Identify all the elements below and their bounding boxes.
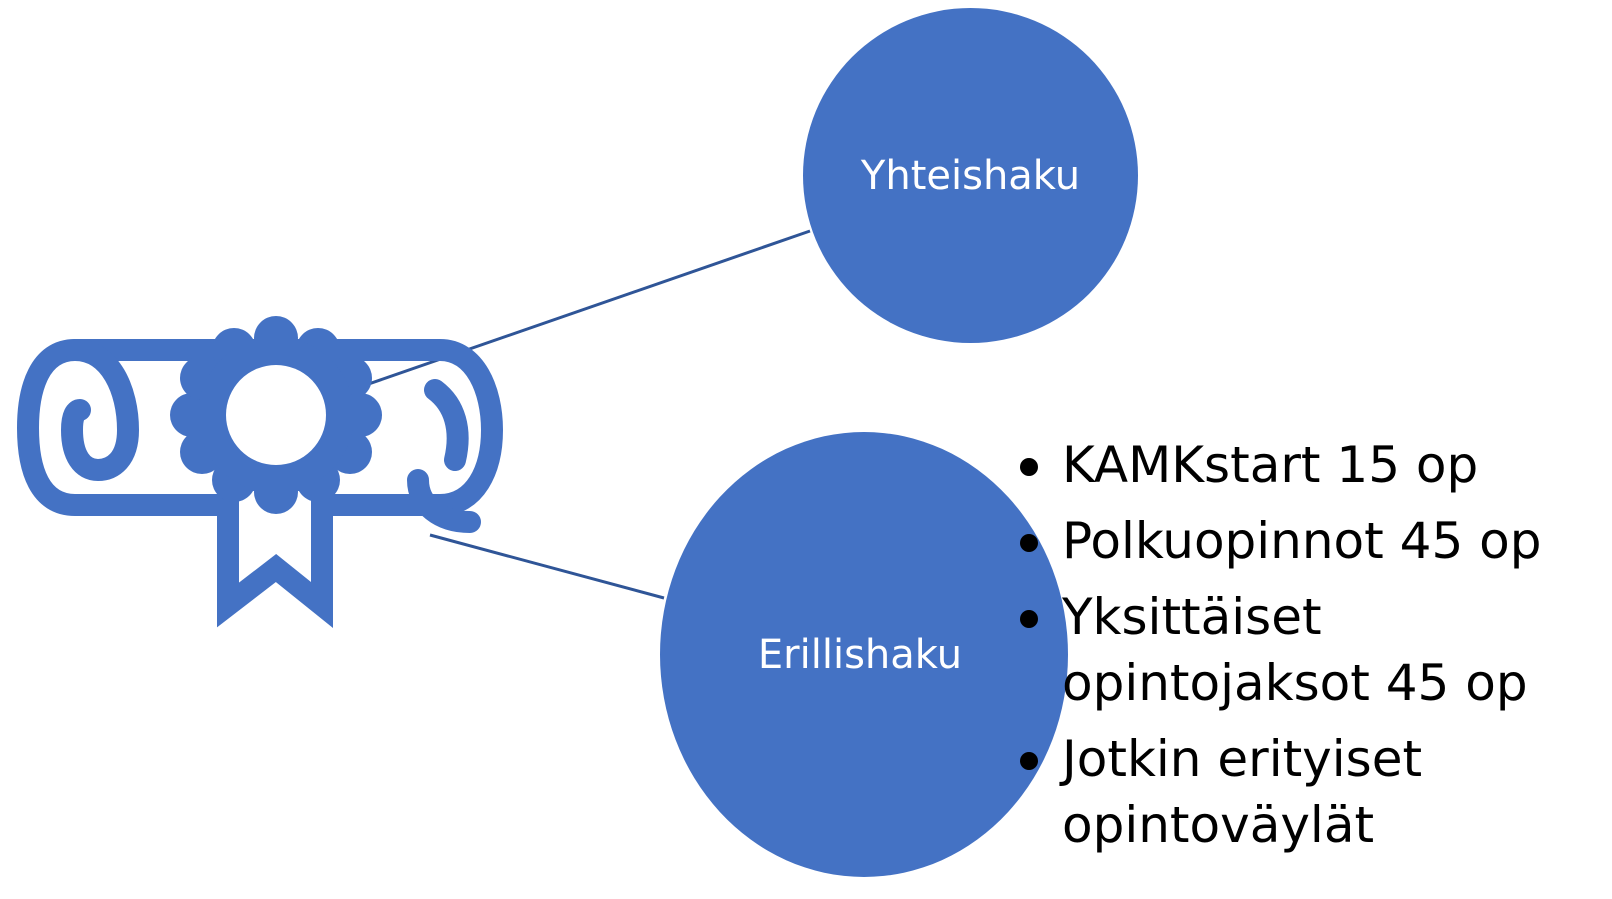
erillishaku-node: Erillishaku [660,432,1068,877]
list-item: Yksittäiset opintojaksot 45 op [1020,584,1610,716]
list-item: Jotkin erityiset opintoväylät [1020,726,1610,858]
list-item: Polkuopinnot 45 op [1020,508,1610,574]
yhteishaku-node: Yhteishaku [803,8,1138,343]
erillishaku-label: Erillishaku [757,631,963,678]
yhteishaku-label: Yhteishaku [860,152,1081,199]
erillishaku-bullet-list: KAMKstart 15 op Polkuopinnot 45 op Yksit… [1020,432,1610,868]
connector-erillishaku [429,533,665,600]
list-item: KAMKstart 15 op [1020,432,1610,498]
